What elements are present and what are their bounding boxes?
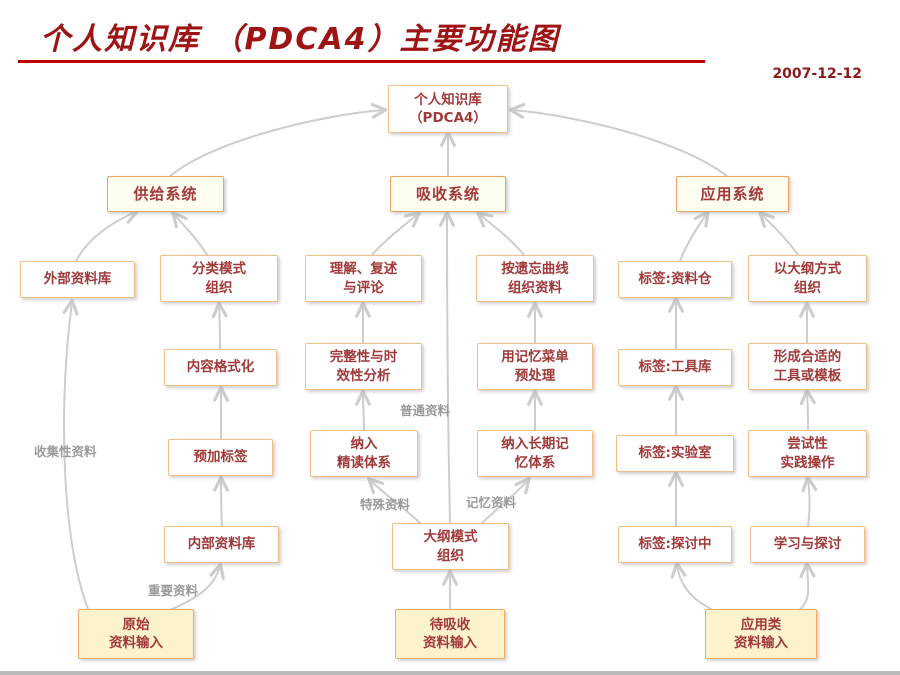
arrow-tagstore-to-apply (679, 213, 707, 262)
node-tag-warehouse: 标签:资料仓 (618, 261, 732, 298)
node-longterm-memory: 纳入长期记 忆体系 (477, 430, 593, 477)
page-title: 个人知识库 （PDCA4）主要功能图 (40, 22, 560, 57)
arrow-intensive-to-integrity (363, 393, 364, 431)
edge-label-collect: 收集性资料 (34, 444, 97, 459)
node-outline-way: 以大纲方式 组织 (748, 255, 867, 302)
arrow-applyinput-to-tagdiscuss (677, 565, 716, 612)
arrow-classify-to-supply (174, 214, 208, 256)
node-try-practice: 尝试性 实践操作 (748, 430, 867, 477)
node-form-tool: 形成合适的 工具或模板 (748, 343, 867, 390)
node-pre-tag: 预加标签 (168, 439, 273, 476)
node-memory-menu: 用记忆菜单 预处理 (477, 343, 593, 390)
node-absorb-system: 吸收系统 (390, 176, 506, 212)
node-intensive-reading: 纳入 精读体系 (310, 430, 418, 477)
node-raw-input: 原始 资料输入 (78, 609, 194, 659)
edge-label-common: 普通资料 (400, 403, 451, 418)
arrow-apply-to-root (512, 110, 728, 177)
node-apply-system: 应用系统 (676, 176, 789, 212)
arrow-comprehend-to-absorb (371, 214, 418, 256)
arrow-outline-to-intensive (370, 480, 421, 524)
arrow-supply-to-root (169, 110, 384, 177)
node-tag-toolbox: 标签:工具库 (618, 349, 732, 386)
node-content-format: 内容格式化 (164, 349, 277, 386)
arrow-outline-to-longterm (481, 480, 528, 524)
node-learn-discuss: 学习与探讨 (750, 526, 865, 563)
edge-label-important: 重要资料 (148, 583, 199, 598)
arrow-outline-to-absorb (447, 214, 450, 524)
node-tag-discussing: 标签:探讨中 (618, 526, 732, 563)
node-supply-system: 供给系统 (107, 176, 224, 212)
arrow-try-to-formtool (807, 392, 808, 431)
edge-label-special: 特殊资料 (360, 497, 411, 512)
arrow-format-to-classify (219, 305, 220, 350)
node-apply-input: 应用类 资料输入 (705, 609, 817, 659)
edge-label-memory: 记忆资料 (466, 495, 517, 510)
arrow-intdb-to-pretag (221, 479, 222, 527)
arrow-applyinput-to-learn (797, 565, 808, 612)
node-classify-mode: 分类模式 组织 (160, 255, 278, 302)
arrow-learn-to-try (808, 479, 810, 527)
arrow-extdb-to-supply (75, 212, 136, 262)
node-root: 个人知识库 （PDCA4） (388, 85, 508, 133)
node-comprehend-review: 理解、复述 与评论 (305, 255, 422, 302)
arrow-outlineway-to-apply (761, 214, 799, 256)
arrow-forget-to-absorb (479, 214, 525, 256)
arrow-raw-to-extdb (64, 302, 89, 610)
node-tag-lab: 标签:实验室 (616, 435, 734, 472)
node-external-db: 外部资料库 (20, 261, 135, 298)
node-outline-mode: 大纲模式 组织 (392, 523, 509, 570)
title-underline (18, 60, 705, 63)
node-forgetting-curve: 按遗忘曲线 组织资料 (476, 255, 594, 302)
slide-bottom-edge (0, 671, 900, 675)
node-internal-db: 内部资料库 (164, 526, 279, 563)
arrow-raw-to-intdb (164, 566, 220, 613)
date-label: 2007-12-12 (772, 66, 862, 82)
node-integrity-analysis: 完整性与时 效性分析 (305, 343, 422, 390)
node-absorb-input: 待吸收 资料输入 (395, 609, 505, 659)
